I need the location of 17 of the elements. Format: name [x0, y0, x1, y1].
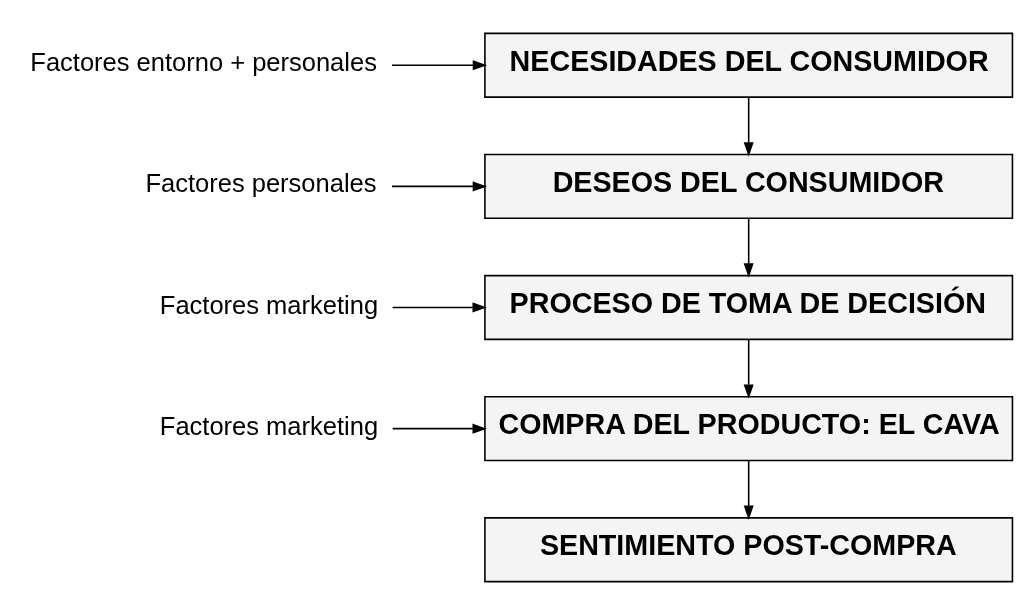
node-box: SENTIMIENTO POST-COMPRA	[483, 516, 1013, 582]
node-box: COMPRA DEL PRODUCTO: EL CAVA	[483, 395, 1013, 461]
arrow	[743, 459, 754, 520]
arrow	[391, 302, 487, 312]
node-box: PROCESO DE TOMA DE DECISIÓN	[483, 274, 1013, 340]
arrow	[391, 423, 487, 434]
node-text: Factores entorno + personales	[29, 47, 377, 76]
node-text: Factores personales	[144, 168, 377, 197]
node-box: NECESIDADES DEL CONSUMIDOR	[483, 32, 1013, 98]
arrow	[743, 338, 754, 399]
node-text: Factores marketing	[159, 411, 378, 440]
node-box: DESEOS DEL CONSUMIDOR	[483, 153, 1013, 219]
arrow	[743, 95, 754, 156]
arrow	[390, 59, 487, 70]
node-text: Factores marketing	[159, 290, 378, 319]
arrow	[390, 180, 487, 191]
arrow	[743, 217, 754, 278]
